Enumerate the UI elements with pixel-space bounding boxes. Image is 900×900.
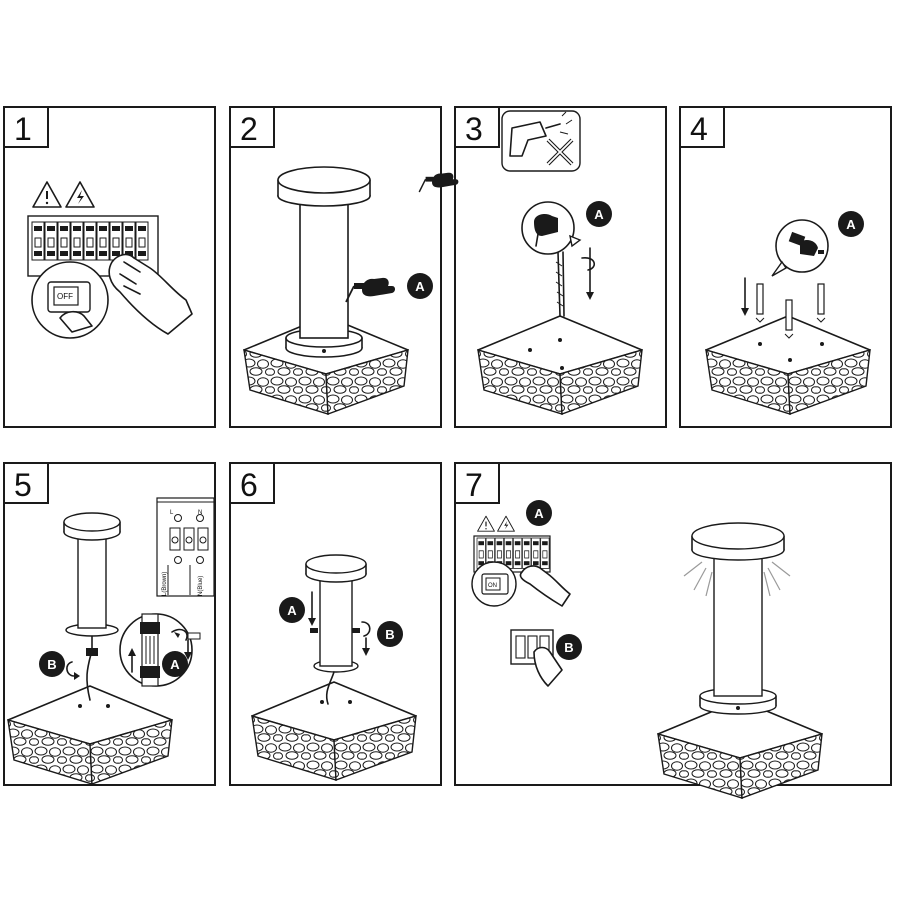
bollard-light <box>63 512 121 637</box>
badge-a: A <box>407 273 433 299</box>
svg-text:A: A <box>415 279 425 294</box>
step-4-panel: 4 A <box>679 106 892 428</box>
hammer-zoom <box>771 219 829 277</box>
badge-a: A <box>162 651 188 677</box>
svg-text:L: L <box>170 510 174 516</box>
light-rays <box>683 561 791 597</box>
svg-text:N: N <box>198 510 202 516</box>
step-5-number: 5 <box>14 467 32 503</box>
step-6-panel: 6 A B <box>229 462 442 786</box>
on-switch-zoom: ON <box>471 561 517 607</box>
off-label: OFF <box>57 292 73 301</box>
svg-text:A: A <box>170 657 180 672</box>
badge-a: A <box>838 211 864 237</box>
step-7-number: 7 <box>465 467 483 503</box>
rotate-arrow-b <box>352 621 371 656</box>
step-3-panel: 3 A <box>418 106 667 428</box>
svg-text:B: B <box>47 657 56 672</box>
rotate-arrow-b <box>66 661 80 680</box>
svg-text:A: A <box>534 506 544 521</box>
svg-text:A: A <box>287 603 297 618</box>
step-7-panel: 7 ON <box>454 462 892 799</box>
bollard-light <box>305 554 367 673</box>
svg-text:B: B <box>564 640 573 655</box>
step-2-panel: 2 A <box>229 106 442 428</box>
badge-a: A <box>586 201 612 227</box>
step-1-panel: 1 OFF <box>3 106 216 428</box>
cable <box>86 635 98 701</box>
step-4-number: 4 <box>690 111 708 147</box>
drill-zoom <box>418 171 582 255</box>
badge-a: A <box>526 500 552 526</box>
svg-text:N(Blue): N(Blue) <box>198 576 204 596</box>
badge-a: A <box>279 597 305 623</box>
svg-text:A: A <box>594 207 604 222</box>
step-5-panel: 5 B <box>3 462 216 786</box>
on-label: ON <box>488 583 497 589</box>
step-6-number: 6 <box>240 467 258 503</box>
svg-text:B: B <box>385 627 394 642</box>
hand-icon <box>519 565 571 607</box>
badge-b: B <box>556 634 582 660</box>
hand-icon <box>108 253 193 335</box>
terminal-block-diagram: L N L(Brown) N(Blue) <box>156 497 215 597</box>
badge-b: B <box>377 621 403 647</box>
bollard-light <box>277 166 371 358</box>
drill-bit <box>555 251 565 317</box>
step-2-number: 2 <box>240 111 258 147</box>
rotate-down-arrow <box>581 247 595 300</box>
svg-text:A: A <box>846 217 856 232</box>
screw-arrow-a <box>308 591 318 633</box>
bollard-light-lit <box>691 522 785 715</box>
wall-anchors <box>741 277 826 339</box>
svg-text:L(Brown): L(Brown) <box>162 572 168 596</box>
wall-switch <box>510 629 563 687</box>
badge-b: B <box>39 651 65 677</box>
off-switch-zoom: OFF <box>31 261 109 339</box>
step-1-number: 1 <box>14 111 32 147</box>
no-hammer-drill-icon <box>501 110 581 172</box>
step-3-number: 3 <box>465 111 483 147</box>
